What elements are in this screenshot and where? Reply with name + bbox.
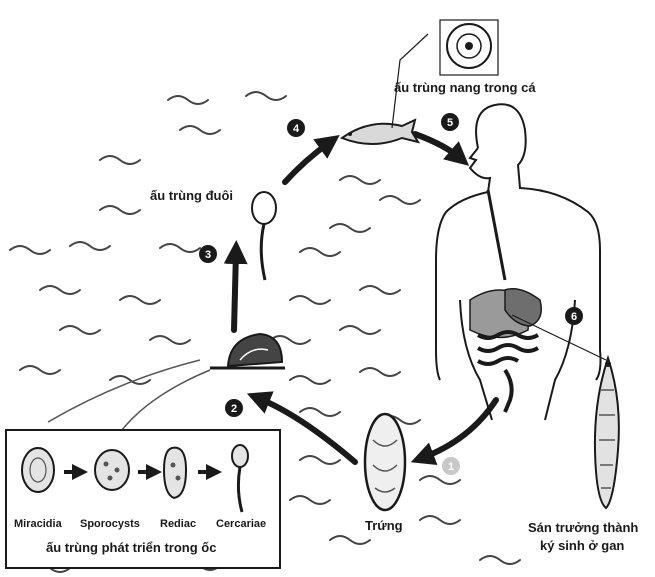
encysted-larva-label: ấu trùng nang trong cá	[394, 80, 536, 95]
tailed-larva-label: ấu trùng đuôi	[150, 188, 233, 203]
egg-label: Trứng	[365, 518, 403, 533]
step-1-number: 1	[448, 461, 454, 473]
rediae-icon	[164, 448, 186, 498]
adult-fluke-icon	[595, 358, 619, 508]
step-badge: 3	[199, 245, 217, 263]
step-3-number: 3	[205, 249, 211, 261]
step-2-number: 2	[231, 403, 237, 415]
arrow-human-to-egg	[422, 400, 496, 458]
arrow-snail-to-tailed-larva	[234, 252, 236, 330]
snail-icon	[210, 334, 285, 368]
cyst-icon	[440, 20, 498, 75]
inset-stage-label-rediac: Rediac	[160, 518, 196, 530]
arrow-larva-to-fish	[285, 142, 330, 182]
step-badge: 2	[225, 399, 243, 417]
sporocyst-icon	[95, 450, 129, 490]
fish-icon	[342, 120, 418, 144]
inset-caption: ấu trùng phát triển trong ốc	[46, 540, 216, 555]
step-badge: 4	[287, 119, 305, 137]
miracidia-icon	[22, 448, 54, 492]
step-6-number: 6	[571, 311, 577, 323]
adult-fluke-label: Sán trưởng thành	[528, 520, 638, 535]
snail-to-inset-line	[122, 370, 210, 430]
digestive-tract	[470, 190, 541, 412]
egg-icon	[365, 414, 405, 510]
inset-stage-label-sporocysts: Sporocysts	[80, 518, 140, 530]
step-4-number: 4	[293, 123, 300, 135]
arrow-fish-to-human	[415, 134, 460, 158]
inset-stage-label-cercariae: Cercariae	[216, 518, 266, 530]
adult-fluke-location-label: ký sinh ở gan	[540, 538, 624, 553]
human-body	[436, 104, 601, 420]
step-badge: 5	[441, 113, 459, 131]
inset-stage-label-miracidia: Miracidia	[14, 518, 62, 530]
step-badge: 6	[565, 307, 583, 325]
step-5-number: 5	[447, 117, 453, 129]
step-badge: 1	[442, 457, 460, 475]
cercaria-icon	[252, 192, 276, 280]
snail-to-inset-line	[48, 360, 200, 422]
